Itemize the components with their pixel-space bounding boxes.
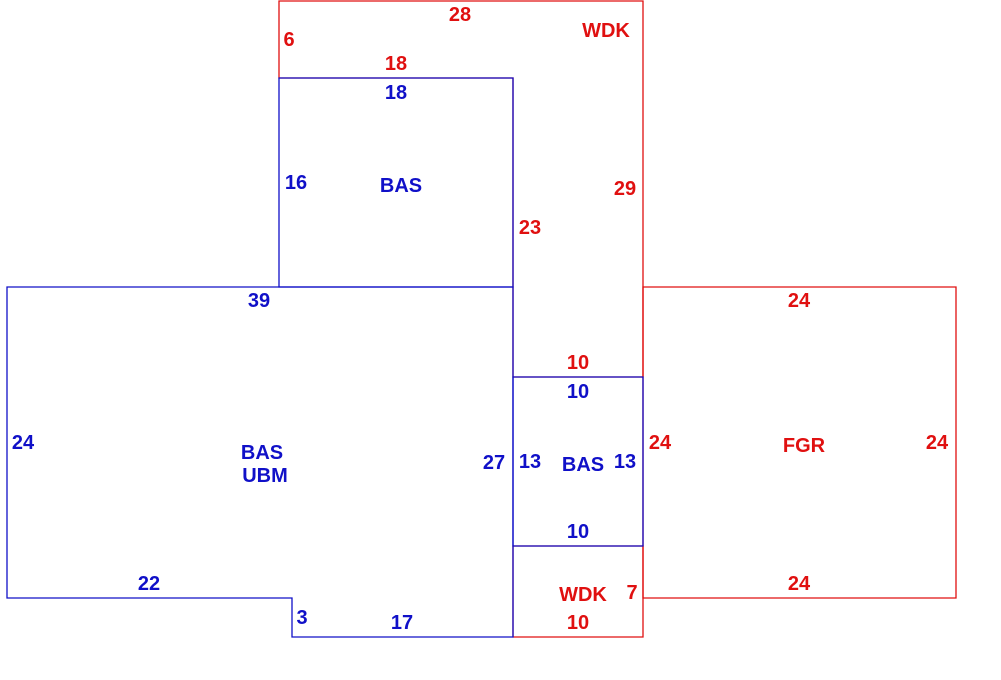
dim-label: 13 [614,451,636,473]
dim-label: 24 [926,432,949,454]
bas-main-outline [6,286,514,638]
dim-label: 22 [138,573,160,595]
bas-main-area: 39 24 27 22 3 17 BAS UBM [12,290,505,634]
bas-small-outline [512,376,644,547]
dim-label: 18 [385,53,407,75]
dim-label: 16 [285,172,307,194]
dim-label: 10 [567,381,589,403]
dim-label: 10 [567,352,589,374]
dim-label: 24 [788,290,811,312]
dim-label: 7 [626,582,637,604]
bas-small-area: 10 13 13 10 BAS [519,381,636,543]
area-code-label: WDK [559,584,607,606]
area-code-label: FGR [783,435,826,457]
area-code-label: UBM [242,465,288,487]
dim-label: 39 [248,290,270,312]
dim-label: 3 [296,607,307,629]
area-code-label: WDK [582,20,630,42]
dim-label: 10 [567,521,589,543]
dim-label: 28 [449,4,471,26]
dim-label: 29 [614,178,636,200]
dim-label: 10 [567,612,589,634]
dim-label: 17 [391,612,413,634]
wdk-top-area: 28 6 18 29 23 10 WDK [283,4,636,374]
fgr-area: 24 24 24 24 FGR [649,290,949,595]
dim-label: 24 [12,432,35,454]
dim-label: 6 [283,29,294,51]
dim-label: 18 [385,82,407,104]
area-code-label: BAS [241,442,283,464]
dim-label: 13 [519,451,541,473]
wdk-top-outline [278,0,644,378]
dim-label: 23 [519,217,541,239]
wdk-bottom-area: 7 10 WDK [559,582,637,634]
dim-label: 24 [649,432,672,454]
area-code-label: BAS [562,454,604,476]
area-code-label: BAS [380,175,422,197]
dim-label: 27 [483,452,505,474]
dim-label: 24 [788,573,811,595]
bas-upper-area: 18 16 BAS [285,82,422,197]
